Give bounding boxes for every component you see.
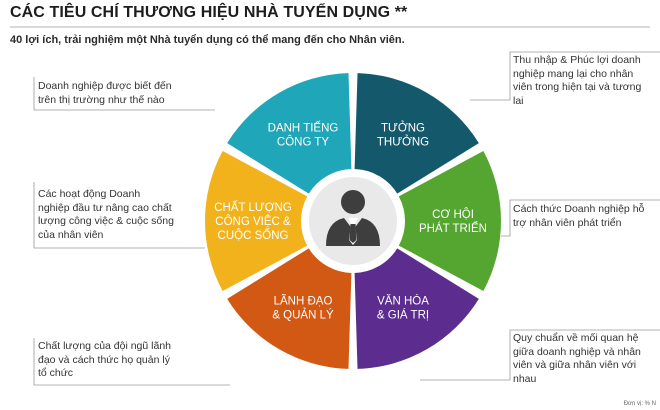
title-divider bbox=[10, 26, 650, 28]
desc-leadership: Chất lượng của đội ngũ lãnh đạo và cách … bbox=[38, 340, 172, 379]
segment-leadership bbox=[227, 248, 352, 369]
connector-lines bbox=[33, 51, 660, 386]
desc-reputation: Doanh nghiệp được biết đến trên thị trườ… bbox=[38, 80, 172, 106]
segment-worklife bbox=[205, 150, 308, 292]
connector-growth bbox=[501, 199, 660, 237]
connector-reputation bbox=[33, 77, 215, 111]
segment-rewards bbox=[354, 73, 479, 194]
segment-label-culture: VĂN HÓA& GIÁ TRỊ bbox=[377, 295, 429, 322]
connector-rewards bbox=[470, 51, 660, 101]
desc-growth: Cách thức Doanh nghiệp hỗ trợ nhân viên … bbox=[513, 203, 645, 229]
segment-label-leadership: LÃNH ĐẠO& QUẢN LÝ bbox=[272, 295, 334, 322]
connector-culture bbox=[420, 329, 660, 381]
segment-growth bbox=[398, 150, 501, 292]
footnote: Đơn vị: % N bbox=[623, 401, 656, 407]
desc-culture: Quy chuẩn về mối quan hệ giữa doanh nghi… bbox=[513, 332, 641, 385]
segment-culture bbox=[354, 248, 479, 369]
business-person-icon bbox=[326, 190, 380, 246]
connector-worklife bbox=[33, 182, 205, 249]
desc-rewards: Thu nhập & Phúc lợi doanh nghiệp mang lạ… bbox=[513, 54, 642, 107]
connector-leadership bbox=[33, 338, 230, 386]
desc-worklife: Các hoạt động Doanh nghiệp đầu tư nâng c… bbox=[38, 188, 174, 241]
page-subtitle: 40 lợi ích, trải nghiệm một Nhà tuyển dụ… bbox=[10, 34, 405, 46]
segment-reputation bbox=[227, 73, 352, 194]
page-title: CÁC TIÊU CHÍ THƯƠNG HIỆU NHÀ TUYỂN DỤNG … bbox=[10, 4, 408, 21]
